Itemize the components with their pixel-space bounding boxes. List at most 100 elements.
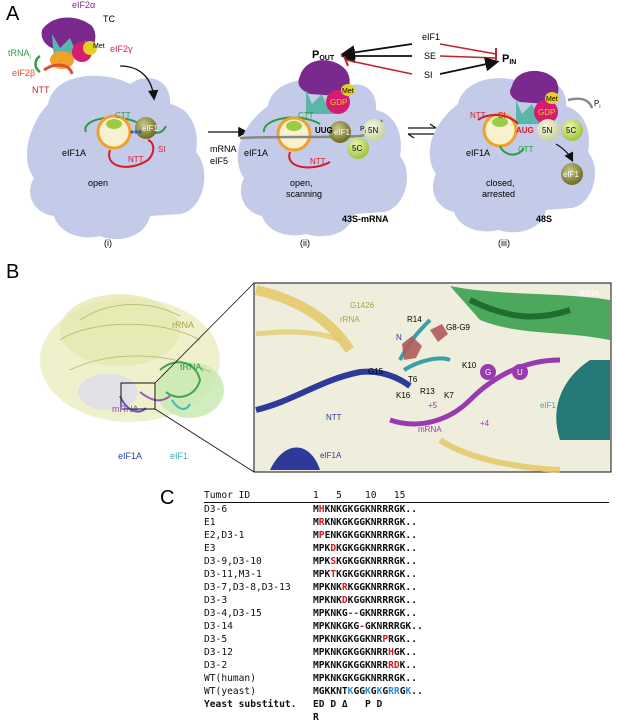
tumor-id: WT(human) [204, 673, 256, 684]
residue-run: KNKGKGGKNRRRGK.. [324, 517, 417, 528]
mutated-residue: K [365, 686, 371, 697]
residue-run: MPKNKGKGGKNRR [313, 647, 389, 658]
residue-run: MPK [313, 569, 331, 580]
zoom-line-top [154, 282, 255, 384]
gdp-label-iii: GDP [538, 108, 555, 117]
mutated-residue: D [341, 595, 348, 606]
residue-run: KNKGKGGKNRRRGK.. [324, 504, 417, 515]
mutated-residue: - [359, 621, 365, 632]
tumor-id: D3-11,M3-1 [204, 569, 262, 580]
stage-iii-label: (iii) [498, 238, 510, 248]
mutated-residue: D [330, 543, 337, 554]
residue-run: G [370, 686, 377, 697]
trna-label-b: tRNAi [180, 362, 203, 374]
panel-b-letter: B [6, 261, 19, 283]
residue-run: MPKNKGKG [313, 621, 360, 632]
eif1a-label-i: eIF1A [62, 148, 86, 158]
residue-run: M [313, 504, 319, 515]
sequence: MPKNKDKGGKNRRRGK.. [313, 594, 609, 607]
tumor-id: E3 [204, 543, 216, 554]
z-ntt: NTT [326, 413, 342, 422]
residue-run: G [399, 686, 406, 697]
pin-label: PIN [502, 53, 516, 66]
z-g15: G15 [368, 367, 384, 376]
table-row: WT(human)MPKNKGKGGKNRRRGK.. [204, 672, 609, 685]
tumor-id: D3-14 [204, 621, 233, 632]
z-k7: K7 [444, 391, 454, 400]
se-label: SE [424, 51, 436, 61]
tumor-id: D3-4,D3-15 [204, 608, 262, 619]
tc-label: TC [103, 14, 115, 24]
stage-i-label: (i) [104, 238, 112, 248]
5n-label-ii: 5N [368, 126, 378, 135]
z-n: N [396, 333, 402, 342]
ntt-label-i: NTT [128, 155, 144, 164]
sequence: MGKKNTKGGKGKGRRGK.. [313, 685, 609, 698]
subst-line1: ED D Δ P D [313, 699, 383, 710]
z-eif1: eIF1 [540, 401, 557, 410]
mrna-label-b: mRNA [112, 404, 139, 414]
residue-run: MPKNK [313, 595, 342, 606]
subst-line2: R [313, 712, 319, 723]
mutated-residue: H [318, 504, 325, 515]
eif2b-label: eIF2β [12, 68, 35, 78]
residue-run: M [313, 530, 319, 541]
uug-label: UUG [315, 126, 333, 135]
equilibrium-arrows [407, 123, 437, 139]
eif1a-iii [477, 112, 583, 185]
z-plus5: +5 [428, 401, 438, 410]
mutated-residue: K [347, 686, 354, 697]
panel-a-letter: A [6, 3, 20, 25]
residue-run: MPKNKG [313, 608, 348, 619]
sequence: MPKSKGKGGKNRRRGK.. [313, 555, 609, 568]
residue-run: MPKNKGKGGKNRR [313, 660, 389, 671]
z-r14: R14 [407, 315, 422, 324]
z-rrna-label: rRNA [340, 315, 360, 324]
zoom-box [120, 382, 156, 410]
z-g: G [485, 368, 491, 377]
5n-label-iii: 5N [542, 126, 552, 135]
tumor-id: E2,D3-1 [204, 530, 245, 541]
z-eif1a: eIF1A [320, 451, 342, 460]
ternary-complex-iii [510, 70, 594, 124]
residue-run: MPK [313, 556, 331, 567]
eif1a-eif1-i [84, 114, 167, 168]
mutated-residue: R [393, 686, 400, 697]
z-mrna: mRNA [418, 425, 442, 434]
mutated-residue: R [388, 686, 394, 697]
rrna-label: rRNA [172, 320, 194, 330]
residue-run: .. [411, 686, 423, 697]
arrow-mrna-label: mRNA [210, 144, 237, 154]
table-header: Tumor ID 1 5 10 15 [204, 489, 609, 503]
ntt-label-ii: NTT [310, 157, 326, 166]
sequence: MPKNKG--GKNRRRGK.. [313, 607, 609, 620]
zoom-line-bottom [154, 408, 255, 473]
ribosome-i [26, 75, 205, 240]
pout-label: POUT [312, 49, 335, 62]
ctt-label-i: CTT [115, 111, 131, 120]
subst-label: Yeast substitut. [204, 699, 297, 710]
arrow-eif5-label: eIF5 [210, 156, 228, 166]
5c-label-iii: 5C [566, 126, 576, 135]
sequence: MPKDKGKGGKNRRRGK.. [313, 542, 609, 555]
mutated-residue: K [405, 686, 412, 697]
met-label-iii: Met [546, 96, 558, 103]
eif1a-label-iii: eIF1A [466, 148, 490, 158]
residue-run: GK.. [393, 647, 417, 658]
residue-run: MPKNKGKGGKNR [313, 634, 383, 645]
binding-arrow [119, 65, 159, 101]
met-label-i: Met [93, 43, 105, 50]
gdp-label-ii: GDP [330, 98, 347, 107]
z-u: U [517, 368, 523, 377]
z-r13: R13 [420, 387, 435, 396]
